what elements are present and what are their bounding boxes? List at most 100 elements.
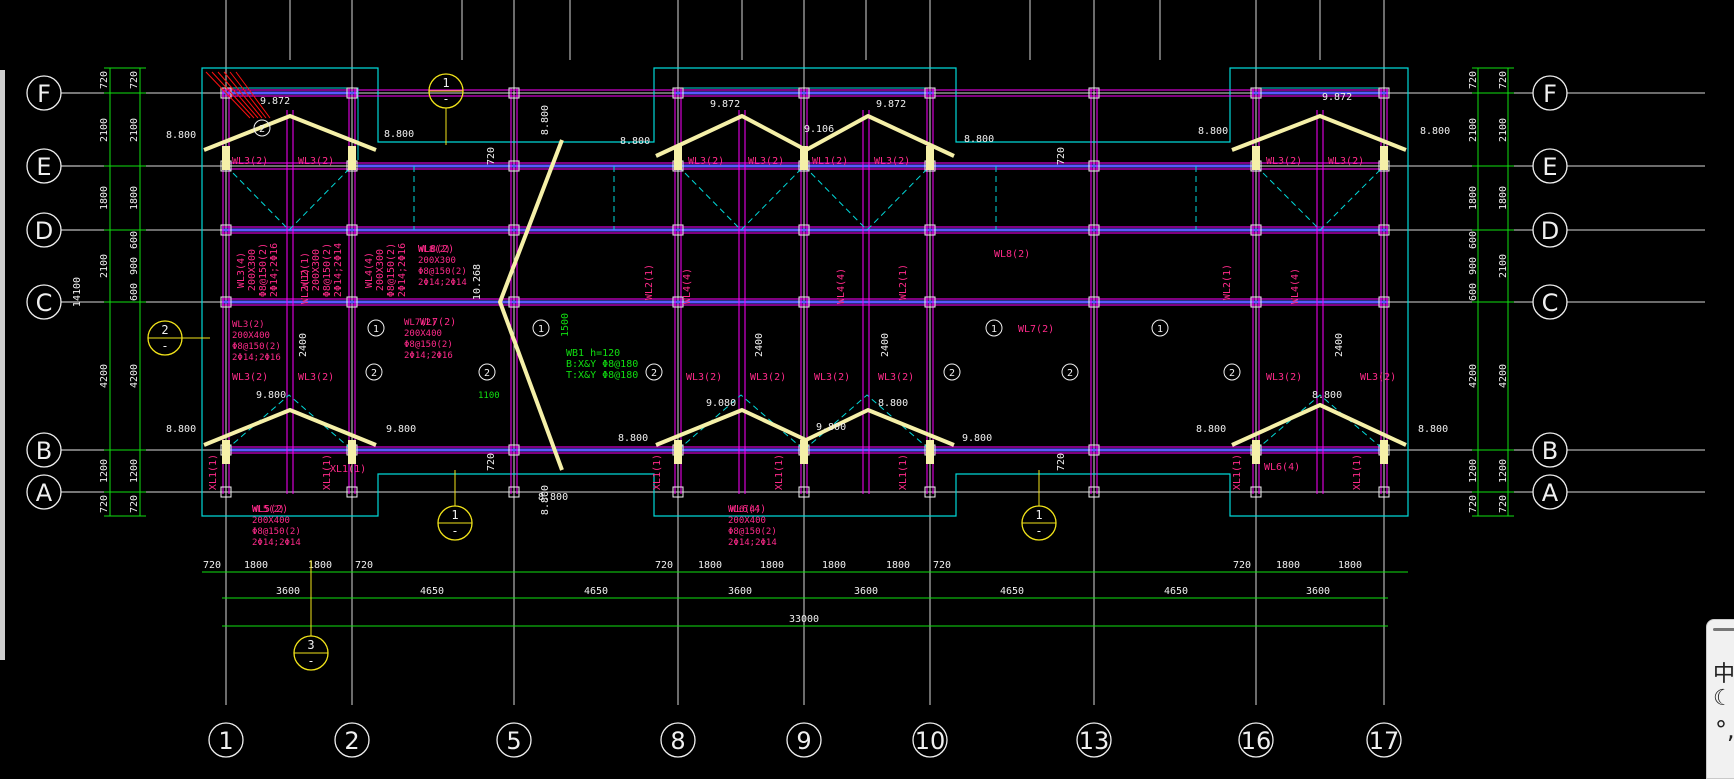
dim-left-inner-3: 600 xyxy=(129,231,140,249)
beam-label-12: WL3(2) xyxy=(814,372,850,383)
axis-bubble-bottom-17[interactable]: 17 xyxy=(1369,727,1400,755)
dim-left-outer-1: 2100 xyxy=(99,118,110,142)
axis-bubble-right-A[interactable]: A xyxy=(1542,479,1559,507)
dim-right-inner-7: 1200 xyxy=(1468,459,1479,483)
post-bot-6 xyxy=(1380,440,1388,464)
axis-bubble-bottom-2[interactable]: 2 xyxy=(344,727,359,755)
column-6-3 xyxy=(1088,296,1100,308)
callout-number-3[interactable]: 1 xyxy=(1035,508,1042,522)
dim-right-inner-8: 720 xyxy=(1468,495,1479,513)
axis-bubble-bottom-8-ring xyxy=(660,722,696,758)
axis-bubble-left-F[interactable]: F xyxy=(37,80,51,108)
beam-label-11: WL3(2) xyxy=(750,372,786,383)
post-bot-4 xyxy=(926,440,934,464)
roof-dash-bot-0 xyxy=(225,394,353,451)
dim-bottom1-12: 1800 xyxy=(1338,560,1362,571)
column-3-3 xyxy=(672,296,684,308)
ime-moon-icon[interactable]: ☾ xyxy=(1713,686,1733,711)
callout-number-1[interactable]: 2 xyxy=(161,323,168,337)
dim-right-outer-3: 2100 xyxy=(1498,254,1509,278)
slab-marker-ring-7 xyxy=(943,363,961,381)
callout-sub-4: - xyxy=(307,654,314,668)
column-4-3 xyxy=(798,296,810,308)
note-left-c-2: Φ8@150(2) xyxy=(404,340,453,350)
dim-total: 33000 xyxy=(789,614,819,625)
axis-bubble-left-E[interactable]: E xyxy=(36,153,51,181)
slab-marker-ring-1 xyxy=(532,319,550,337)
dim-right-inner-2: 1800 xyxy=(1468,186,1479,210)
post-bot-0 xyxy=(222,440,230,464)
callout-number-4[interactable]: 3 xyxy=(307,638,314,652)
column-3-5 xyxy=(672,486,684,498)
slab-marker-3: 1 xyxy=(1157,324,1163,335)
dim-bottom2-6: 4650 xyxy=(1164,586,1188,597)
beam-label-1: WL3(2) xyxy=(298,156,334,167)
callout-sub-3: - xyxy=(1035,524,1042,538)
column-8-5 xyxy=(1378,486,1390,498)
note-col_c-1: 200X300 xyxy=(375,249,386,291)
dim-right-outer-6: 720 xyxy=(1498,495,1509,513)
axis-bubble-right-F[interactable]: F xyxy=(1543,80,1557,108)
post-top-3 xyxy=(800,146,808,170)
left-panel-edge[interactable] xyxy=(0,70,5,660)
dim-bottom1-7: 1800 xyxy=(822,560,846,571)
roof-dash-top-2 xyxy=(803,165,931,231)
axis-bubble-bottom-1[interactable]: 1 xyxy=(218,727,233,755)
note-left-b-0: WL8(2) xyxy=(418,245,451,255)
axis-bubble-bottom-5[interactable]: 5 xyxy=(506,727,521,755)
elevation-3: 8.800 xyxy=(620,136,650,147)
post-top-2 xyxy=(674,146,682,170)
roof-dash-bot-3 xyxy=(1255,394,1385,451)
axis-bubble-left-D[interactable]: D xyxy=(35,217,53,245)
post-bot-2 xyxy=(674,440,682,464)
dim-left-inner-2: 1800 xyxy=(129,186,140,210)
ime-mode-label[interactable]: 中 xyxy=(1713,662,1734,687)
elevation-9: 9.872 xyxy=(1322,92,1352,103)
beam-label-15: WL3(2) xyxy=(1360,372,1396,383)
ime-toolbar[interactable]: 中 ☾ °, xyxy=(1706,619,1734,779)
column-2-0 xyxy=(508,87,520,99)
beam-label-24: WL2(1) xyxy=(1222,264,1233,300)
axis-bubble-right-C[interactable]: C xyxy=(1542,289,1559,317)
column-6-5 xyxy=(1088,486,1100,498)
axis-bubble-left-B[interactable]: B xyxy=(36,437,52,465)
axis-bubble-left-C[interactable]: C xyxy=(36,289,53,317)
dim-bottom2-1: 4650 xyxy=(420,586,444,597)
post-top-5 xyxy=(1252,146,1260,170)
axis-bubble-bottom-8[interactable]: 8 xyxy=(670,727,685,755)
ime-drag-handle[interactable] xyxy=(1713,628,1734,631)
dim-bottom2-2: 4650 xyxy=(584,586,608,597)
axis-bubble-bottom-9[interactable]: 9 xyxy=(796,727,811,755)
ridge-top-1 xyxy=(203,114,377,152)
slab-marker-ring-5 xyxy=(478,363,496,381)
annotation-labels: 7202100180021004200120072072021001800600… xyxy=(72,71,1509,625)
axis-bubble-bottom-10[interactable]: 10 xyxy=(915,727,946,755)
post-top-6 xyxy=(1380,146,1388,170)
axis-bubble-right-E-ring xyxy=(1532,148,1568,184)
axis-bubble-bottom-13[interactable]: 13 xyxy=(1079,727,1110,755)
axis-bubble-bottom-16[interactable]: 16 xyxy=(1241,727,1272,755)
beam-label-14: WL3(2) xyxy=(1266,372,1302,383)
dim-bottom2-5: 4650 xyxy=(1000,586,1024,597)
section-callouts[interactable]: 1-2-1-1-3- xyxy=(147,73,1057,671)
roof-dash-top-3 xyxy=(1255,165,1385,231)
axis-bubble-right-B[interactable]: B xyxy=(1542,437,1558,465)
post-bot-3 xyxy=(800,440,808,464)
axis-bubble-right-E[interactable]: E xyxy=(1542,153,1557,181)
axis-bubble-right-D[interactable]: D xyxy=(1541,217,1559,245)
elevation-22: 8.800 xyxy=(538,492,568,503)
hatch-2 xyxy=(217,71,259,119)
elevation-1: 9.872 xyxy=(260,96,290,107)
beam-label-36: WL5(2) xyxy=(252,504,288,515)
axis-bubble-left-A[interactable]: A xyxy=(36,479,53,507)
dim-span-3: 720 xyxy=(1056,453,1067,471)
callout-number-0[interactable]: 1 xyxy=(442,76,449,90)
dim-right-outer-0: 720 xyxy=(1498,71,1509,89)
ime-punctuation-icon[interactable]: °, xyxy=(1715,716,1734,744)
dim-right-outer-2: 1800 xyxy=(1498,186,1509,210)
dim-left-outer-6: 720 xyxy=(99,495,110,513)
callout-number-2[interactable]: 1 xyxy=(451,508,458,522)
column-6-2 xyxy=(1088,224,1100,236)
